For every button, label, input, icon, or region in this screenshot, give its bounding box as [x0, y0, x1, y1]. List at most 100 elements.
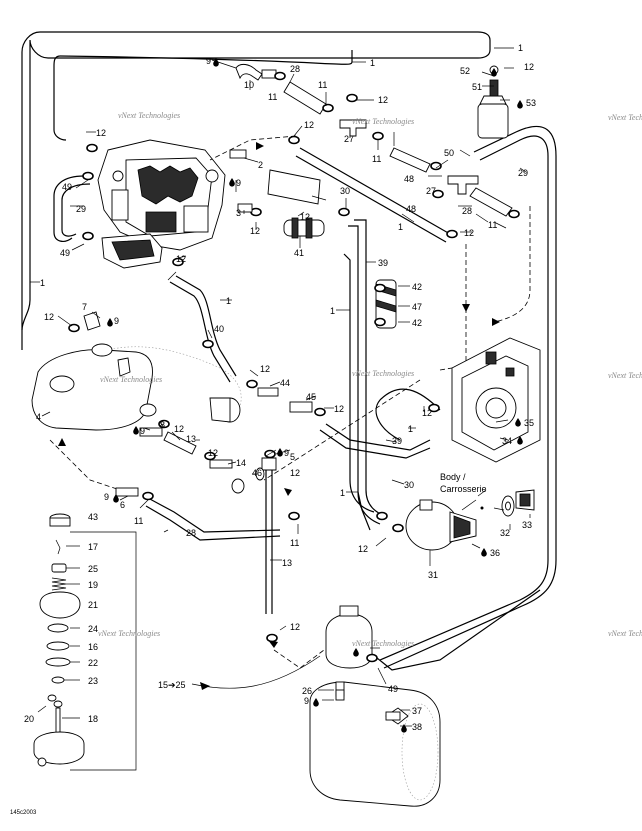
clamp-icon: [82, 231, 94, 241]
flow-arrow-icon: [462, 304, 470, 312]
flow-line-right-b: [493, 206, 531, 323]
hose-1-to-cooler-b: [319, 429, 431, 459]
hose-1-to-cooler: [325, 423, 431, 451]
fitting-33: [515, 489, 535, 511]
stem-18: [55, 707, 61, 735]
flow-line-bottom: [273, 649, 325, 669]
callout-18: 18: [88, 714, 98, 724]
callout-11: 11: [488, 220, 497, 230]
callout-9: 9: [236, 178, 241, 188]
callout-28: 28: [290, 64, 300, 74]
hose-29-right-b: [383, 126, 557, 669]
watermark-text: vNext Technologies: [608, 371, 642, 380]
callout-12: 12: [44, 312, 54, 322]
callout-1: 1: [40, 278, 45, 288]
leader-lines: [30, 47, 531, 727]
callout-12: 12: [358, 544, 368, 554]
callout-1: 1: [370, 58, 375, 68]
hose-40: [175, 275, 237, 377]
flow-line-left: [49, 439, 121, 491]
fitting-45: [289, 401, 313, 413]
fitting-8: [139, 427, 163, 437]
callout-31: 31: [428, 570, 438, 580]
callout-23: 23: [88, 676, 98, 686]
callout-41: 41: [294, 248, 304, 258]
callout-6: 6: [120, 500, 125, 510]
callout-28: 28: [462, 206, 472, 216]
diagram-code: 145c2003: [10, 810, 37, 816]
callout-39: 39: [392, 436, 402, 446]
callout-46: 46: [252, 468, 262, 478]
callout-44: 44: [280, 378, 290, 388]
part-24: [47, 623, 69, 633]
seal-22: [45, 657, 71, 667]
clamp-icon: [338, 207, 350, 217]
callout-26: 26: [302, 686, 312, 696]
callout-9: 9: [140, 426, 145, 436]
fitting-44: [257, 387, 279, 397]
clamp-icon: [446, 229, 458, 239]
hose-28-top: [283, 81, 327, 115]
callout-20: 20: [24, 714, 34, 724]
clamp-icon: [288, 135, 300, 145]
watermark-text: vNext Technologies: [352, 117, 414, 126]
outer-hose-loop-inner: [21, 31, 491, 330]
callout-48: 48: [404, 174, 414, 184]
callout-11: 11: [290, 538, 299, 548]
callout-38: 38: [412, 722, 422, 732]
sealant-drop-icon: [107, 318, 113, 327]
callout-29: 29: [518, 168, 528, 178]
clamp-icon: [372, 131, 384, 141]
flow-line-top: [209, 135, 297, 161]
body-label-line2: Carrosserie: [440, 484, 487, 494]
callout-49: 49: [388, 684, 398, 694]
flow-line-center: [263, 379, 421, 481]
clamp-icon: [314, 407, 326, 417]
callout-5: 5: [290, 452, 295, 462]
callout-12: 12: [250, 226, 260, 236]
diaphragm-21: [39, 591, 81, 619]
tee-fitting-5: [261, 457, 277, 471]
hose-loop-cooler: [375, 388, 441, 441]
callout-49: 49: [60, 248, 70, 258]
reservoir-tank: [309, 681, 441, 807]
callout-35: 35: [524, 418, 534, 428]
callout-1: 1: [518, 43, 523, 53]
callout-1: 1: [408, 424, 413, 434]
sealant-drop-icon: [133, 426, 139, 435]
callout-42: 42: [412, 282, 422, 292]
callout-13: 13: [186, 434, 196, 444]
sealant-drop-icon: [481, 548, 487, 557]
callout-53: 53: [526, 98, 536, 108]
watermark-text: vNext Technologies: [100, 375, 162, 384]
watermark-text: vNext Technologies: [118, 111, 180, 120]
callout-1: 1: [330, 306, 335, 316]
range-label: 15➔25: [158, 680, 186, 690]
callout-12: 12: [422, 408, 432, 418]
callout-7: 7: [82, 302, 87, 312]
range-bracket: [70, 531, 137, 771]
hose-28-right: [389, 147, 431, 173]
callout-9: 9: [104, 492, 109, 502]
callout-11: 11: [134, 516, 143, 526]
clamp-icon: [322, 103, 334, 113]
sealant-drop-icon: [277, 448, 283, 457]
callout-34: 34: [502, 436, 512, 446]
flow-arrow-icon: [200, 682, 210, 690]
pressure-regulator-41: [267, 169, 325, 239]
spring-19: [51, 577, 67, 591]
callout-13: 13: [282, 558, 292, 568]
clamp-icon: [250, 207, 262, 217]
hose-1-lower: [357, 491, 371, 531]
callout-12: 12: [176, 254, 186, 264]
clamp-icon: [274, 71, 286, 81]
hose-28-bottom-b: [147, 497, 281, 533]
vent-valve-53: [477, 65, 509, 139]
callout-29: 29: [76, 204, 86, 214]
clamp-icon: [202, 339, 214, 349]
callout-47: 47: [412, 302, 422, 312]
clamp-icon: [374, 283, 386, 293]
washer-32: [501, 495, 515, 517]
callout-27: 27: [426, 186, 436, 196]
callout-12: 12: [174, 424, 184, 434]
